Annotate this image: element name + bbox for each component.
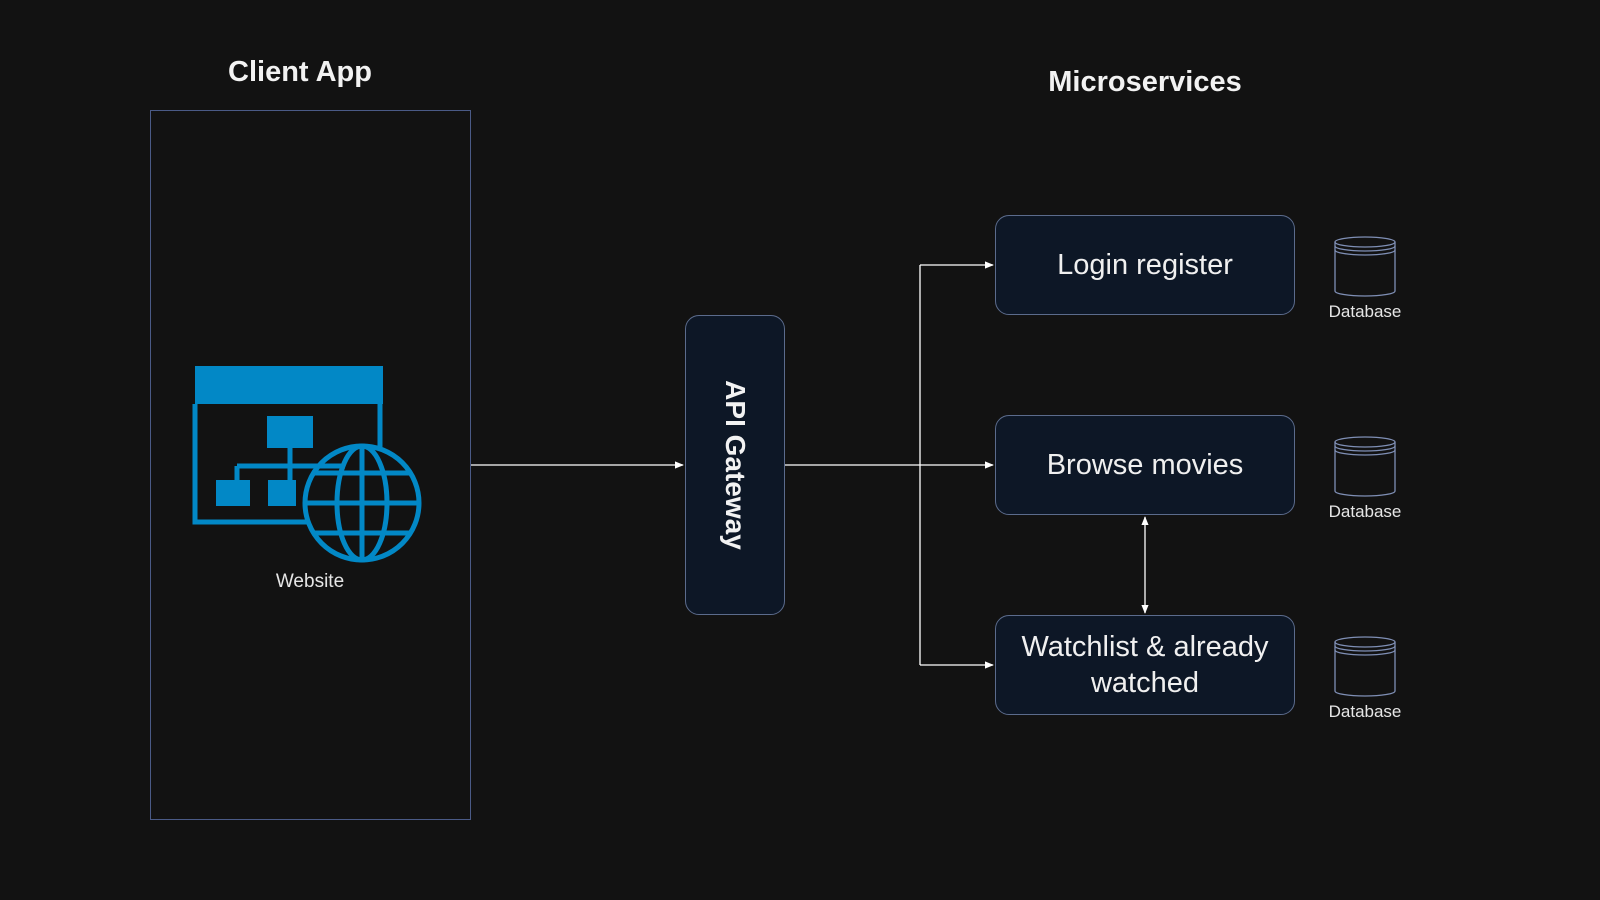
database-icon [1334, 436, 1396, 497]
service-login-register: Login register [995, 215, 1295, 315]
api-gateway-box [685, 315, 785, 615]
api-gateway-label: API Gateway [720, 380, 751, 550]
service-browse-movies: Browse movies [995, 415, 1295, 515]
database-label: Database [1328, 502, 1402, 521]
database-icon [1334, 236, 1396, 297]
database-icon [1334, 636, 1396, 697]
client-app-title: Client App [228, 56, 372, 88]
website-icon [192, 366, 422, 563]
microservices-title: Microservices [1048, 66, 1242, 98]
client-app-frame [150, 110, 471, 820]
website-label: Website [275, 571, 345, 592]
database-label: Database [1328, 302, 1402, 321]
database-label: Database [1328, 702, 1402, 721]
service-watchlist: Watchlist & already watched [995, 615, 1295, 715]
